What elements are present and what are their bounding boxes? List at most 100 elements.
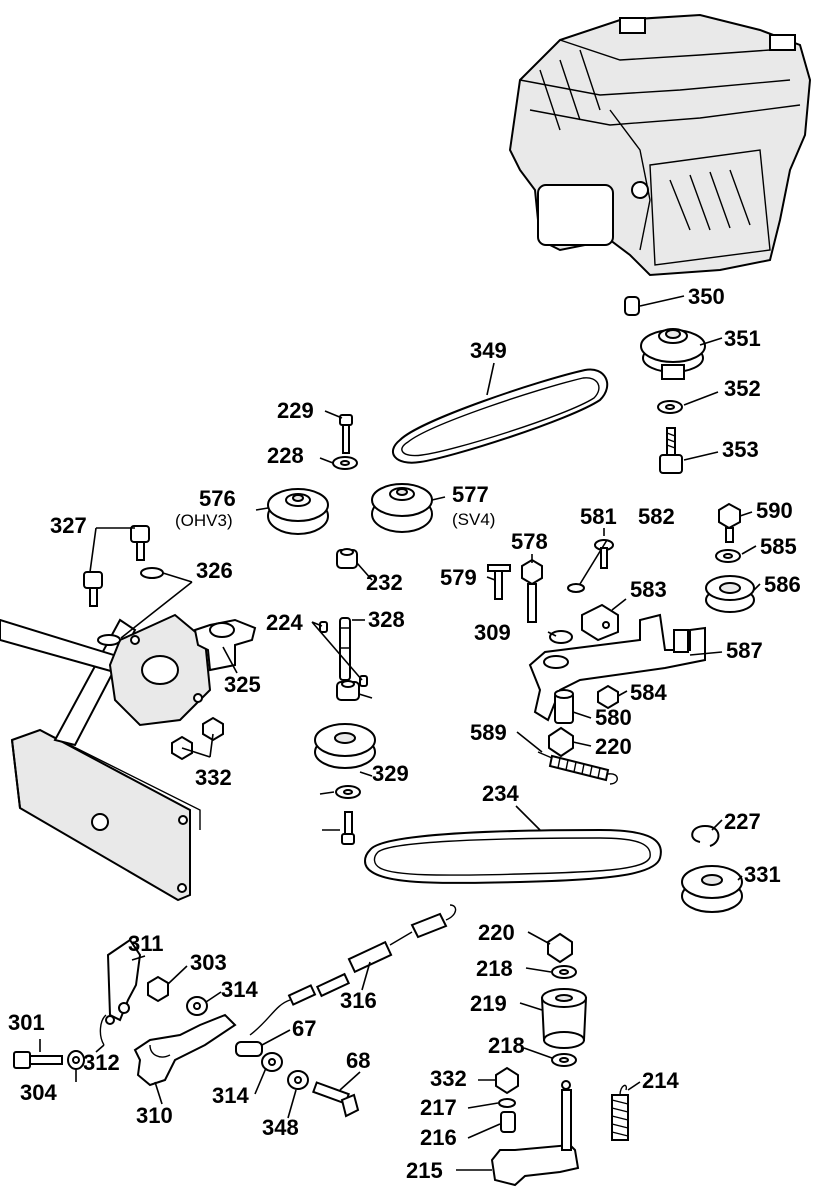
part-218-washer-lower: [551, 1053, 577, 1067]
label-310: 310: [136, 1103, 173, 1128]
part-215-idler-arm: [490, 1080, 580, 1187]
label-584: 584: [630, 680, 667, 705]
label-234: 234: [482, 781, 519, 806]
part-310-lever: [133, 1013, 237, 1087]
part-352-washer: [657, 400, 683, 414]
part-329-pulley: [314, 723, 376, 769]
leader-lines: [39, 295, 761, 1171]
label-227: 227: [724, 809, 761, 834]
label-309: 309: [474, 620, 511, 645]
label-349: 349: [470, 338, 507, 363]
label-304: 304: [20, 1080, 57, 1105]
label-303: 303: [190, 950, 227, 975]
label-331: 331: [744, 862, 781, 887]
label-329: 329: [372, 761, 409, 786]
label-314-lower: 314: [212, 1083, 249, 1108]
mower-frame-illustration: [0, 613, 212, 902]
part-579-pin: [487, 564, 511, 600]
label-589: 589: [470, 720, 507, 745]
label-583: 583: [630, 577, 667, 602]
part-332-nuts: [171, 716, 224, 761]
label-577-variant: (SV4): [452, 510, 495, 529]
part-331-pulley: [681, 865, 743, 913]
label-67: 67: [292, 1016, 316, 1041]
label-325: 325: [224, 672, 261, 697]
label-351: 351: [724, 326, 761, 351]
part-586-pulley: [705, 575, 755, 613]
part-217-washer: [498, 1098, 516, 1108]
label-576: 576: [199, 486, 236, 511]
part-214-spring: [611, 1084, 629, 1141]
label-312: 312: [83, 1050, 120, 1075]
part-232-bushing-upper: [336, 548, 358, 569]
part-577-pulley: [371, 483, 433, 533]
label-352: 352: [724, 376, 761, 401]
part-219-idler-roller: [540, 988, 588, 1049]
part-229-bolt-lower: [341, 811, 355, 845]
part-218-washer-upper: [551, 965, 577, 979]
label-332-upper: 332: [195, 765, 232, 790]
label-219: 219: [470, 991, 507, 1016]
part-351-engine-pulley: [640, 328, 706, 380]
part-312-clip: [99, 1014, 115, 1046]
label-228-upper: 228: [267, 443, 304, 468]
part-227-retaining-ring: [691, 824, 720, 847]
part-316-cable: [249, 904, 457, 1036]
label-586: 586: [764, 572, 801, 597]
label-218-upper: 218: [476, 956, 513, 981]
part-325-bearing-housing: [193, 618, 257, 672]
part-585-washer: [715, 549, 741, 563]
part-234-belt: [364, 828, 662, 884]
part-349-belt: [392, 368, 609, 464]
part-353-bolt: [659, 427, 683, 474]
label-316: 316: [340, 988, 377, 1013]
part-220-nut-middle: [548, 726, 574, 758]
engine-illustration: [508, 13, 812, 277]
label-311: 311: [128, 931, 164, 956]
label-68: 68: [346, 1048, 370, 1073]
label-585: 585: [760, 534, 797, 559]
part-314-washer-upper: [186, 996, 208, 1016]
label-327: 327: [50, 513, 87, 538]
part-350-key: [624, 296, 640, 316]
label-218-lower: 218: [488, 1033, 525, 1058]
part-576-pulley: [267, 488, 329, 535]
label-577: 577: [452, 482, 489, 507]
label-215: 215: [406, 1158, 443, 1183]
part-301-bolt: [13, 1051, 63, 1069]
label-301: 301: [8, 1010, 45, 1035]
part-578-bolt: [521, 558, 543, 623]
part-228-washer-upper: [332, 456, 358, 470]
label-229-upper: 229: [277, 398, 314, 423]
part-582-washer: [567, 583, 585, 593]
label-232-upper: 232: [366, 570, 403, 595]
label-224: 224: [266, 610, 303, 635]
label-590: 590: [756, 498, 793, 523]
label-582: 582: [638, 504, 675, 529]
label-348: 348: [262, 1115, 299, 1140]
part-228-washer-lower: [335, 785, 361, 799]
label-581: 581: [580, 504, 617, 529]
part-304-washer: [67, 1050, 85, 1070]
part-589-spring: [537, 751, 618, 785]
part-580-spacer: [554, 689, 574, 724]
part-328-shaft: [339, 617, 351, 681]
label-314-upper: 314: [221, 977, 258, 1002]
label-214: 214: [642, 1068, 679, 1093]
label-578: 578: [511, 529, 548, 554]
label-580: 580: [595, 705, 632, 730]
label-326: 326: [196, 558, 233, 583]
label-579: 579: [440, 565, 477, 590]
part-220-nut-lower: [547, 932, 573, 964]
part-332-nut-lower: [495, 1066, 519, 1095]
label-587: 587: [726, 638, 763, 663]
part-590-bolt: [718, 502, 741, 543]
part-68-bolt: [312, 1081, 360, 1118]
part-303-nut: [147, 975, 169, 1003]
label-350: 350: [688, 284, 725, 309]
label-328: 328: [368, 607, 405, 632]
label-353: 353: [722, 437, 759, 462]
label-332-lower: 332: [430, 1066, 467, 1091]
label-216: 216: [420, 1125, 457, 1150]
label-217: 217: [420, 1095, 457, 1120]
